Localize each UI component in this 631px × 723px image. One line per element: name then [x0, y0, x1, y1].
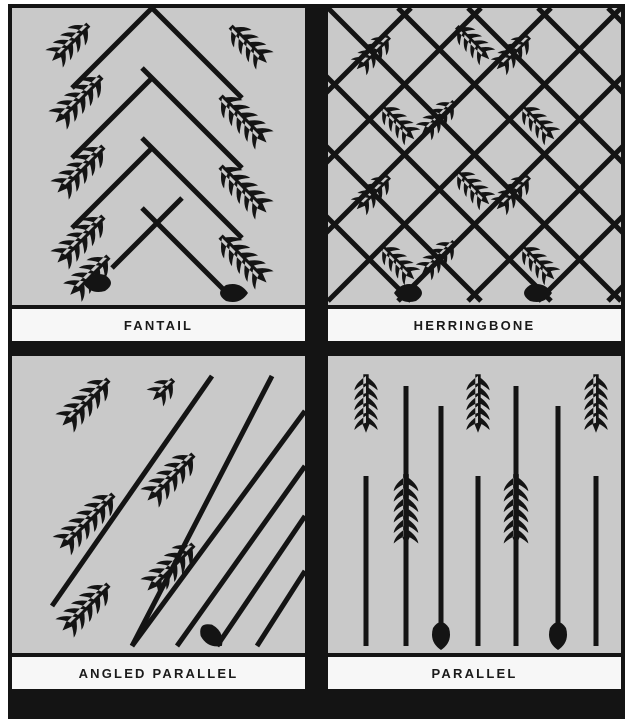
wheat-base [432, 622, 450, 650]
angled-parallel-caption: ANGLED PARALLEL [12, 657, 305, 689]
angled-parallel-panel: ANGLED PARALLEL [8, 352, 309, 693]
herringbone-panel: HERRINGBONE [324, 4, 625, 345]
wheat-head [504, 474, 529, 546]
wheat-head [145, 371, 182, 408]
row-line [72, 148, 152, 228]
wheat-head [138, 445, 202, 509]
parallel-caption: PARALLEL [328, 657, 621, 689]
wheat-head [394, 474, 419, 546]
wheat-head [211, 87, 275, 151]
wheat-base [549, 622, 567, 650]
fantail-illustration [12, 8, 305, 305]
row-line [142, 208, 227, 293]
row-line [72, 8, 152, 88]
wheat-head [46, 67, 110, 131]
wheat-head [222, 18, 276, 72]
wheat-head [43, 16, 97, 70]
row-line [152, 8, 242, 98]
row-line [72, 78, 152, 158]
row-line [257, 571, 305, 646]
wheat-head [53, 575, 117, 639]
row-line [217, 516, 305, 646]
wheat-base [220, 284, 248, 302]
wheat-head [354, 374, 377, 433]
row-pattern-diagram: FANTAIL HERRINGBONE ANGLED PARALLEL PARA… [8, 4, 625, 719]
wheat-head [584, 374, 607, 433]
parallel-illustration [328, 356, 621, 653]
row-line [112, 198, 182, 268]
fantail-panel: FANTAIL [8, 4, 309, 345]
wheat-head [211, 227, 275, 291]
wheat-head [449, 19, 497, 67]
herringbone-caption: HERRINGBONE [328, 309, 621, 341]
wheat-head [53, 370, 117, 434]
wheat-head [466, 374, 489, 433]
wheat-head [211, 157, 275, 221]
herringbone-illustration [328, 8, 621, 305]
fantail-caption: FANTAIL [12, 309, 305, 341]
row-line [132, 376, 272, 646]
wheat-base [83, 274, 111, 292]
parallel-panel: PARALLEL [324, 352, 625, 693]
angled-parallel-illustration [12, 356, 305, 653]
